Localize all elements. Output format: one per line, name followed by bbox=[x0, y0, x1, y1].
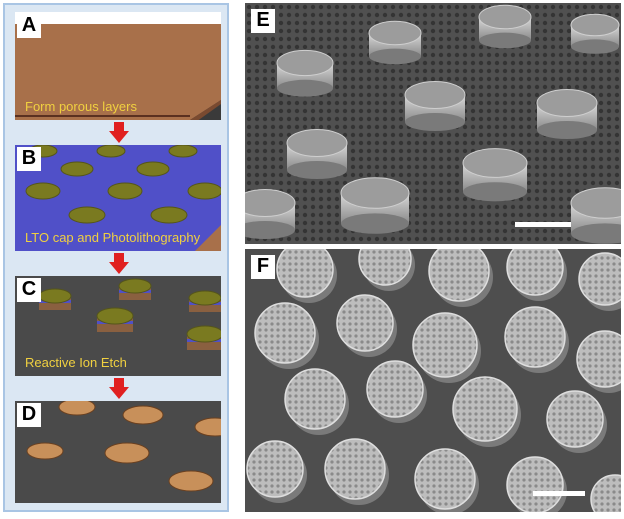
scale-bar-f bbox=[533, 491, 585, 496]
step-a-caption: Form porous layers bbox=[25, 99, 137, 114]
pillar bbox=[536, 89, 598, 139]
disc bbox=[452, 376, 521, 447]
pillar bbox=[570, 13, 620, 54]
disc bbox=[506, 249, 567, 301]
pillar bbox=[245, 189, 296, 239]
pillar bbox=[286, 129, 348, 179]
sem-f-label: F bbox=[251, 255, 275, 279]
down-arrow-icon bbox=[109, 378, 129, 399]
disc bbox=[506, 456, 567, 512]
step-d-label: D bbox=[17, 403, 41, 427]
step-d: D bbox=[15, 401, 221, 503]
pillar bbox=[570, 187, 621, 244]
sem-e-label: E bbox=[251, 9, 275, 33]
sem-image-f bbox=[245, 249, 621, 512]
disc bbox=[578, 252, 621, 311]
step-c-label: C bbox=[17, 278, 41, 302]
step-d-illustration bbox=[15, 401, 221, 503]
disc bbox=[284, 368, 349, 435]
disc bbox=[366, 360, 427, 423]
sem-micrograph-f: F bbox=[245, 249, 621, 512]
disc bbox=[428, 249, 493, 307]
step-a-label: A bbox=[17, 14, 41, 38]
disc bbox=[324, 438, 389, 505]
disc bbox=[358, 249, 415, 291]
pillar bbox=[478, 4, 532, 49]
pillar bbox=[340, 177, 410, 234]
down-arrow-icon bbox=[109, 122, 129, 143]
step-b-label: B bbox=[17, 147, 41, 171]
step-b: B LTO cap and Photolithography bbox=[15, 145, 221, 251]
disc bbox=[546, 390, 607, 453]
disc bbox=[246, 440, 307, 503]
pillar bbox=[462, 148, 528, 202]
sem-image-e bbox=[245, 3, 621, 244]
down-arrow-icon bbox=[109, 253, 129, 274]
disc bbox=[504, 306, 569, 373]
disc bbox=[336, 294, 397, 357]
step-a-illustration bbox=[15, 12, 221, 120]
step-c: C Reactive Ion Etch bbox=[15, 276, 221, 376]
scale-bar-e bbox=[515, 222, 571, 227]
step-b-caption: LTO cap and Photolithography bbox=[25, 230, 201, 245]
step-c-caption: Reactive Ion Etch bbox=[25, 355, 127, 370]
sem-micrograph-e: E bbox=[245, 3, 621, 244]
disc bbox=[412, 312, 481, 383]
step-a: A Form porous layers bbox=[15, 12, 221, 120]
disc bbox=[414, 448, 479, 512]
disc bbox=[576, 330, 621, 393]
pillar bbox=[404, 81, 466, 131]
pillar bbox=[368, 20, 422, 65]
disc bbox=[590, 474, 621, 512]
process-flow-panel: A Form porous layers B LTO cap and Pho bbox=[3, 3, 229, 512]
disc bbox=[276, 249, 337, 303]
step-c-illustration bbox=[15, 276, 221, 376]
pillar bbox=[276, 49, 334, 97]
disc bbox=[254, 302, 319, 369]
